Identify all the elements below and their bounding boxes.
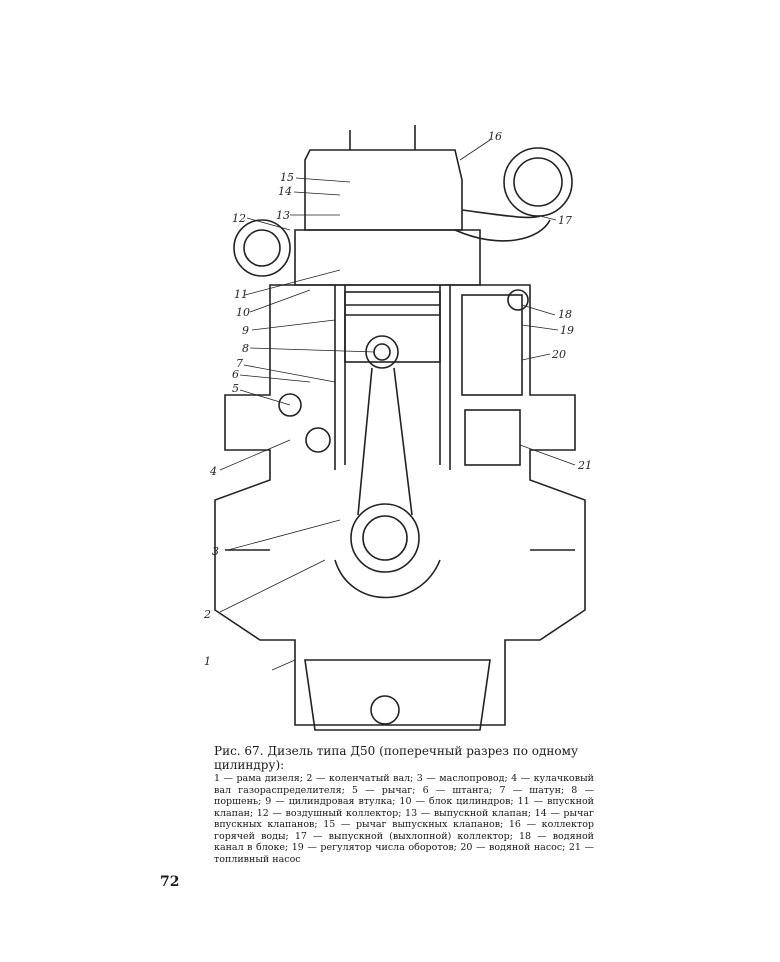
label-9: 9 (242, 324, 249, 337)
label-15: 15 (280, 171, 294, 184)
label-13: 13 (276, 209, 290, 222)
label-1: 1 (204, 655, 211, 668)
label-3: 3 (212, 545, 219, 558)
label-14: 14 (278, 185, 292, 198)
label-5: 5 (232, 382, 239, 395)
label-10: 10 (236, 306, 250, 319)
label-20: 20 (551, 348, 566, 361)
label-16: 16 (488, 130, 502, 143)
label-6: 6 (232, 368, 239, 381)
label-17: 17 (558, 214, 572, 227)
caption-legend: 1 — рама дизеля; 2 — коленчатый вал; 3 —… (214, 773, 594, 865)
engine-cross-section-figure: 1 2 3 4 5 6 7 8 9 10 11 12 13 14 15 16 1… (203, 125, 592, 731)
label-8: 8 (242, 342, 249, 355)
label-18: 18 (558, 308, 572, 321)
figure-caption: Рис. 67. Дизель типа Д50 (поперечный раз… (214, 744, 594, 865)
label-4: 4 (209, 465, 217, 478)
label-2: 2 (203, 608, 211, 621)
caption-title: Рис. 67. Дизель типа Д50 (поперечный раз… (214, 744, 579, 772)
label-7: 7 (236, 357, 243, 370)
label-12: 12 (232, 212, 246, 225)
page-number: 72 (160, 874, 180, 890)
label-21: 21 (577, 459, 592, 472)
label-19: 19 (560, 324, 574, 337)
label-11: 11 (234, 288, 248, 301)
